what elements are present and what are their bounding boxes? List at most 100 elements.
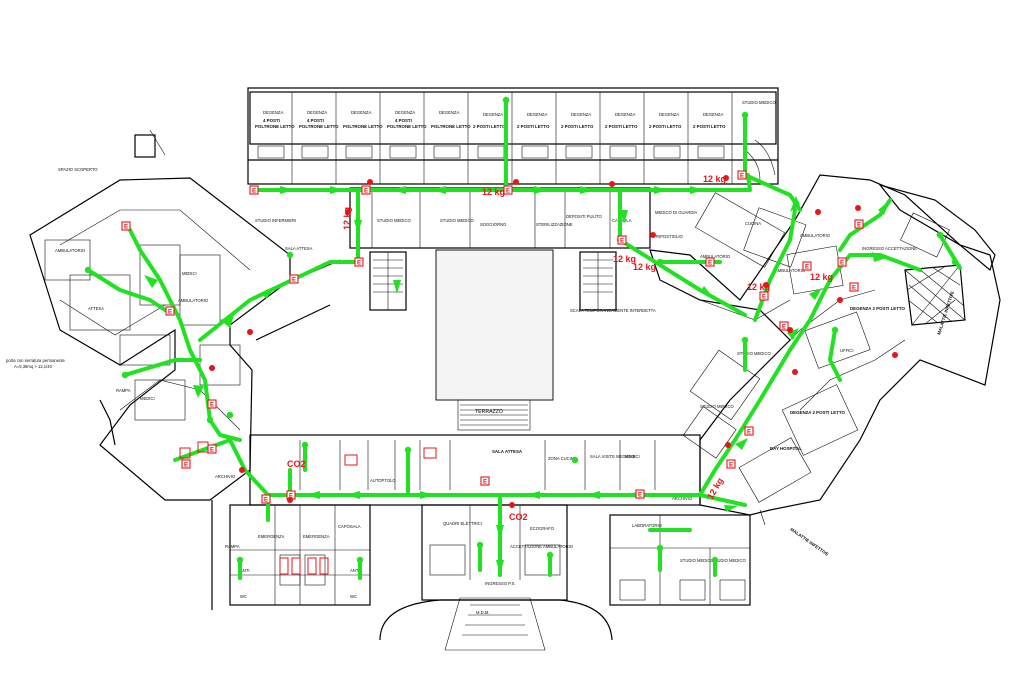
exit-sign: E xyxy=(779,321,789,331)
svg-text:E: E xyxy=(708,261,712,267)
svg-text:E: E xyxy=(168,310,172,316)
label-archivio: ARCHIVIO xyxy=(672,496,693,501)
extinguisher-label: 12 kg xyxy=(633,262,656,272)
svg-text:E: E xyxy=(762,295,766,301)
extinguisher-icon xyxy=(209,365,215,371)
label-ambulatorio-left2: AMBULATORIO xyxy=(178,298,209,303)
extinguisher-icon xyxy=(763,282,769,288)
extinguisher-label: 12 kg xyxy=(482,187,505,197)
label-2posti-10: 2 POSTI LETTO xyxy=(649,124,682,129)
label-sterilizzazione: STERILIZZAZIONE xyxy=(536,222,573,227)
label-ambulatorio-r2: AMBULATORIO xyxy=(800,233,831,238)
exit-sign: E xyxy=(849,282,859,292)
label-studio-infermieri: STUDIO INFERMIERI xyxy=(255,218,296,223)
label-ambulatorio-r3: AMBULATORIO xyxy=(775,268,806,273)
co2-label: CO2 xyxy=(287,459,306,469)
svg-text:E: E xyxy=(857,223,861,229)
extinguisher-icon xyxy=(725,442,731,448)
extinguisher-icon xyxy=(723,175,729,181)
label-anti-2: ANTI xyxy=(350,568,360,573)
label-porta-note: porta con serratura permanente xyxy=(6,358,66,363)
label-studio-medico-r2: STUDIO MEDICO xyxy=(700,404,734,409)
exit-sign: E xyxy=(617,235,627,245)
label-sala-visite: SALA VISITE MEDICHE xyxy=(590,454,636,459)
label-sala-attesa-c: SALA ATTESA xyxy=(492,449,523,454)
label-studio-medico-c1: STUDIO MEDICO xyxy=(377,218,411,223)
label-rampa: RAMPA xyxy=(116,388,131,393)
label-ingresso: INGRESSO ACCETTAZIONE xyxy=(862,246,917,251)
label-ambulatorio-left: AMBULATORIO xyxy=(55,248,86,253)
svg-text:E: E xyxy=(357,261,361,267)
stair-top-right xyxy=(744,139,776,181)
label-degenza-5: DEGENZA xyxy=(439,110,459,115)
svg-text:E: E xyxy=(782,325,786,331)
label-degenza-6: DEGENZA xyxy=(483,112,503,117)
label-2posti-9: 2 POSTI LETTO xyxy=(605,124,638,129)
extinguisher-label: 12 kg xyxy=(613,254,636,264)
label-wc-2: WC xyxy=(350,594,357,599)
svg-text:E: E xyxy=(852,286,856,292)
grid-structure xyxy=(904,264,966,326)
extinguisher-icon xyxy=(650,232,656,238)
label-poltrone-1: POLTRONE LETTO xyxy=(255,124,295,129)
label-medico-guardia: MEDICO DI GUARDIA xyxy=(655,210,698,215)
svg-text:E: E xyxy=(638,493,642,499)
label-degenza-1: DEGENZA xyxy=(263,110,283,115)
exit-sign: E xyxy=(480,476,490,486)
label-depositi: DEPOSITI PULITO xyxy=(566,214,603,219)
svg-text:E: E xyxy=(747,430,751,436)
label-degenza-11: DEGENZA xyxy=(703,112,723,117)
label-wc-1: WC xyxy=(240,594,247,599)
extinguishers: 12 kg 12 kg 12 kg 12 kg 12 kg 12 kg 12 k… xyxy=(209,174,898,522)
exit-sign: E xyxy=(249,185,259,195)
label-studio-medico-top: STUDIO MEDICO xyxy=(742,100,776,105)
extinguisher-icon xyxy=(609,181,615,187)
label-ingresso-pz: INGRESSO P.S. xyxy=(485,581,516,586)
exit-sign: E xyxy=(726,459,736,469)
label-studio-medico-b1: STUDIO MEDICO xyxy=(680,558,714,563)
label-terrazzo: TERRAZZO xyxy=(475,409,503,415)
label-degenza-9: DEGENZA xyxy=(615,112,635,117)
label-degenza-2: DEGENZA xyxy=(307,110,327,115)
svg-text:E: E xyxy=(264,498,268,504)
label-degenza-8: DEGENZA xyxy=(571,112,591,117)
label-uffici: UFFICI xyxy=(840,348,854,353)
label-2posti-8: 2 POSTI LETTO xyxy=(561,124,594,129)
label-autoptolo: AUTOPTOLO xyxy=(370,478,396,483)
exit-sign: E xyxy=(744,426,754,436)
label-scala: SCALA TEMPORANEAMENTE INTERDETTA xyxy=(570,308,656,313)
label-poltrone-4: POLTRONE LETTO xyxy=(387,124,427,129)
label-studio-medico-c2: STUDIO MEDICO xyxy=(440,218,474,223)
exit-sign: E xyxy=(802,261,812,271)
exit-sign: E xyxy=(289,274,299,284)
exit-signs: E E E E E E E E E E E E E E E E E E E E … xyxy=(121,170,864,504)
extinguisher-icon xyxy=(345,209,351,215)
label-zona-cucina: ZONA CUCINA xyxy=(548,456,577,461)
emergency-equipment xyxy=(179,441,437,575)
label-ripostiglio: RIPOSTIGLIO xyxy=(656,234,684,239)
building-walls xyxy=(29,87,1001,651)
label-4posti-1: 4 POSTI xyxy=(263,118,280,123)
label-2posti-7: 2 POSTI LETTO xyxy=(517,124,550,129)
extinguisher-icon xyxy=(815,209,821,215)
label-quadri: QUADRI ELETTRICI xyxy=(443,521,482,526)
exit-sign: E xyxy=(503,185,513,195)
label-poltrone-5: POLTRONE LETTO xyxy=(431,124,471,129)
exit-sign: E xyxy=(207,444,217,454)
svg-text:E: E xyxy=(840,261,844,267)
svg-text:E: E xyxy=(184,463,188,469)
label-2posti-6: 2 POSTI LETTO xyxy=(473,124,506,129)
svg-text:E: E xyxy=(252,189,256,195)
extinguisher-label: 12 kg xyxy=(810,272,833,282)
co2-label: CO2 xyxy=(509,512,528,522)
svg-text:E: E xyxy=(210,448,214,454)
exit-sign: E xyxy=(207,399,217,409)
label-rampa-2: RAMPA xyxy=(225,544,240,549)
svg-text:E: E xyxy=(729,463,733,469)
extinguisher-icon xyxy=(787,327,793,333)
label-mdm: M.D.M. xyxy=(476,610,490,615)
label-4posti-4: 4 POSTI xyxy=(395,118,412,123)
extinguisher-icon xyxy=(367,179,373,185)
extinguisher-icon xyxy=(287,497,293,503)
